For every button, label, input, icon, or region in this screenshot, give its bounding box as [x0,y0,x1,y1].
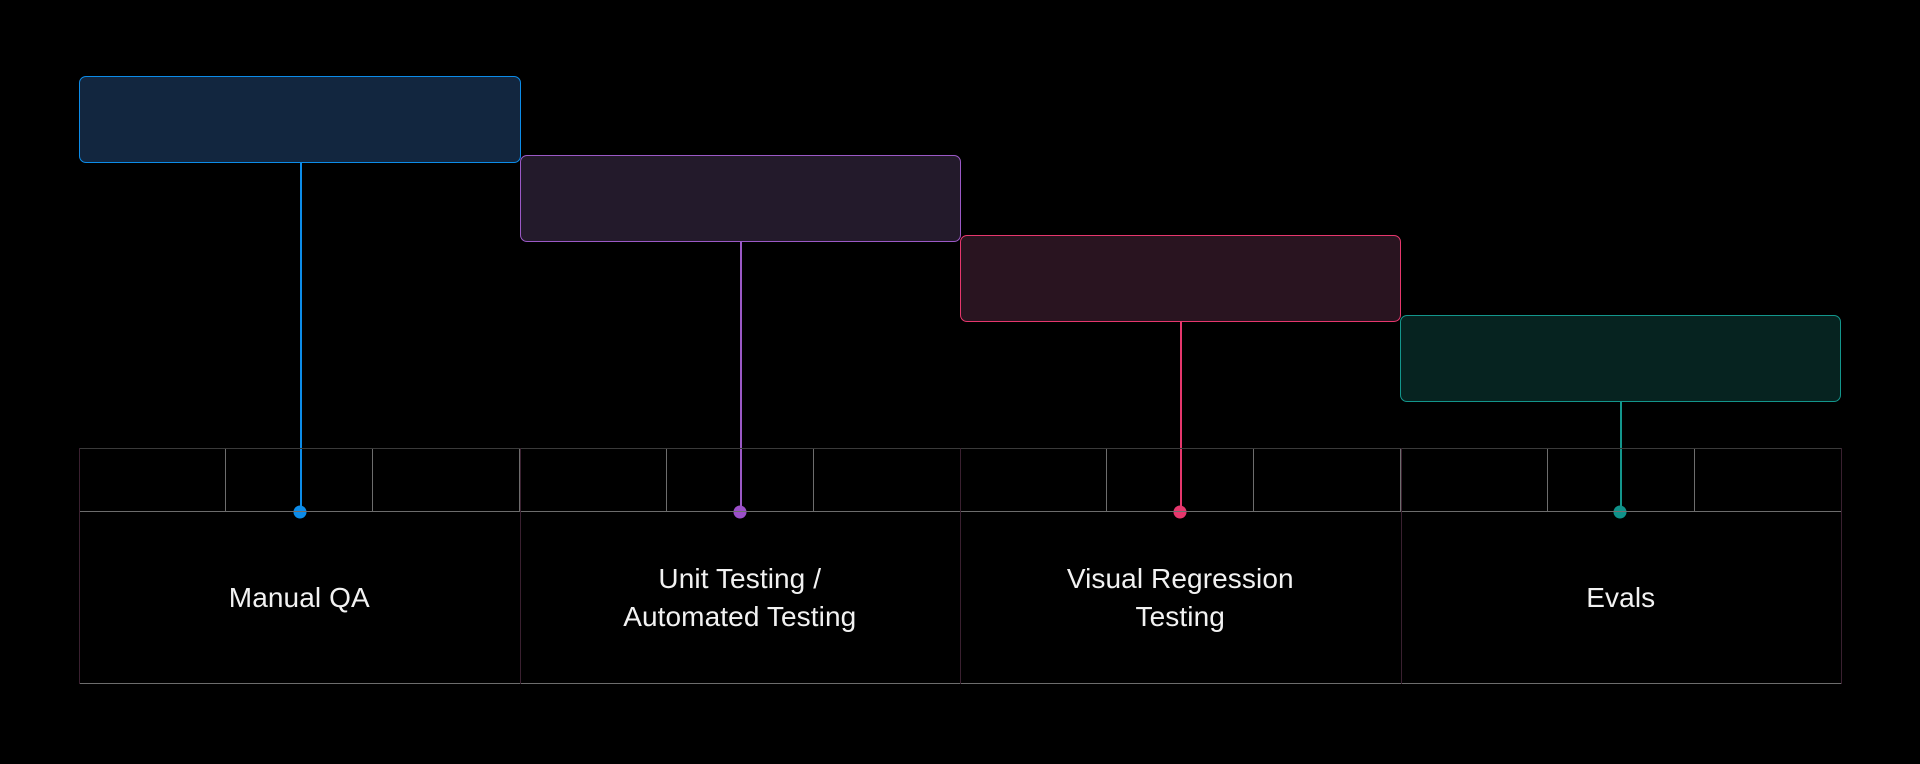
timeline-label-evals: Evals [1586,581,1656,613]
timeline-tick-cell [1695,449,1841,511]
timeline-tick-cell [667,449,814,511]
axis-dot-unit-automated-testing[interactable] [733,505,747,519]
timeline-tick-cell [520,449,667,511]
timeline-tick-cell [373,449,520,511]
timeline-tick-cell [1401,449,1549,511]
timeline-segment-divider [520,448,521,684]
timeline-segment-divider [960,448,961,684]
timeline-tick-cell [1254,449,1402,511]
timeline-label-visual-regression-testing: Visual Regression Testing [1066,563,1294,632]
timeline-tick-cell [226,449,373,511]
axis-dot-visual-regression-testing[interactable] [1173,505,1187,519]
timeline-frame-edge [1841,448,1842,684]
timeline-label-manual-qa: Manual QA [228,581,370,613]
timeline-tick-cell [79,449,226,511]
connector-line-manual-qa [300,163,302,512]
timeline-segment-divider [1401,448,1402,684]
axis-dot-evals[interactable] [1613,505,1627,519]
connector-line-visual-regression-testing [1180,322,1182,512]
phase-box-unit-automated-testing[interactable] [520,155,961,242]
timeline-axis: Manual QA Unit Testing / Automated Testi… [79,448,1842,684]
axis-dot-manual-qa[interactable] [293,505,307,519]
timeline-tick-cell [961,449,1108,511]
timeline-tick-cell [1107,449,1255,511]
timeline-tick-cell [1548,449,1696,511]
timeline-frame-edge [79,448,80,684]
phase-box-evals[interactable] [1400,315,1841,402]
phase-box-manual-qa[interactable] [79,76,521,163]
connector-line-unit-automated-testing [740,242,742,512]
phase-box-visual-regression-testing[interactable] [960,235,1401,322]
timeline-label-unit-automated-testing: Unit Testing / Automated Testing [623,563,857,632]
timeline-tick-cell [814,449,961,511]
connector-line-evals [1620,402,1622,512]
